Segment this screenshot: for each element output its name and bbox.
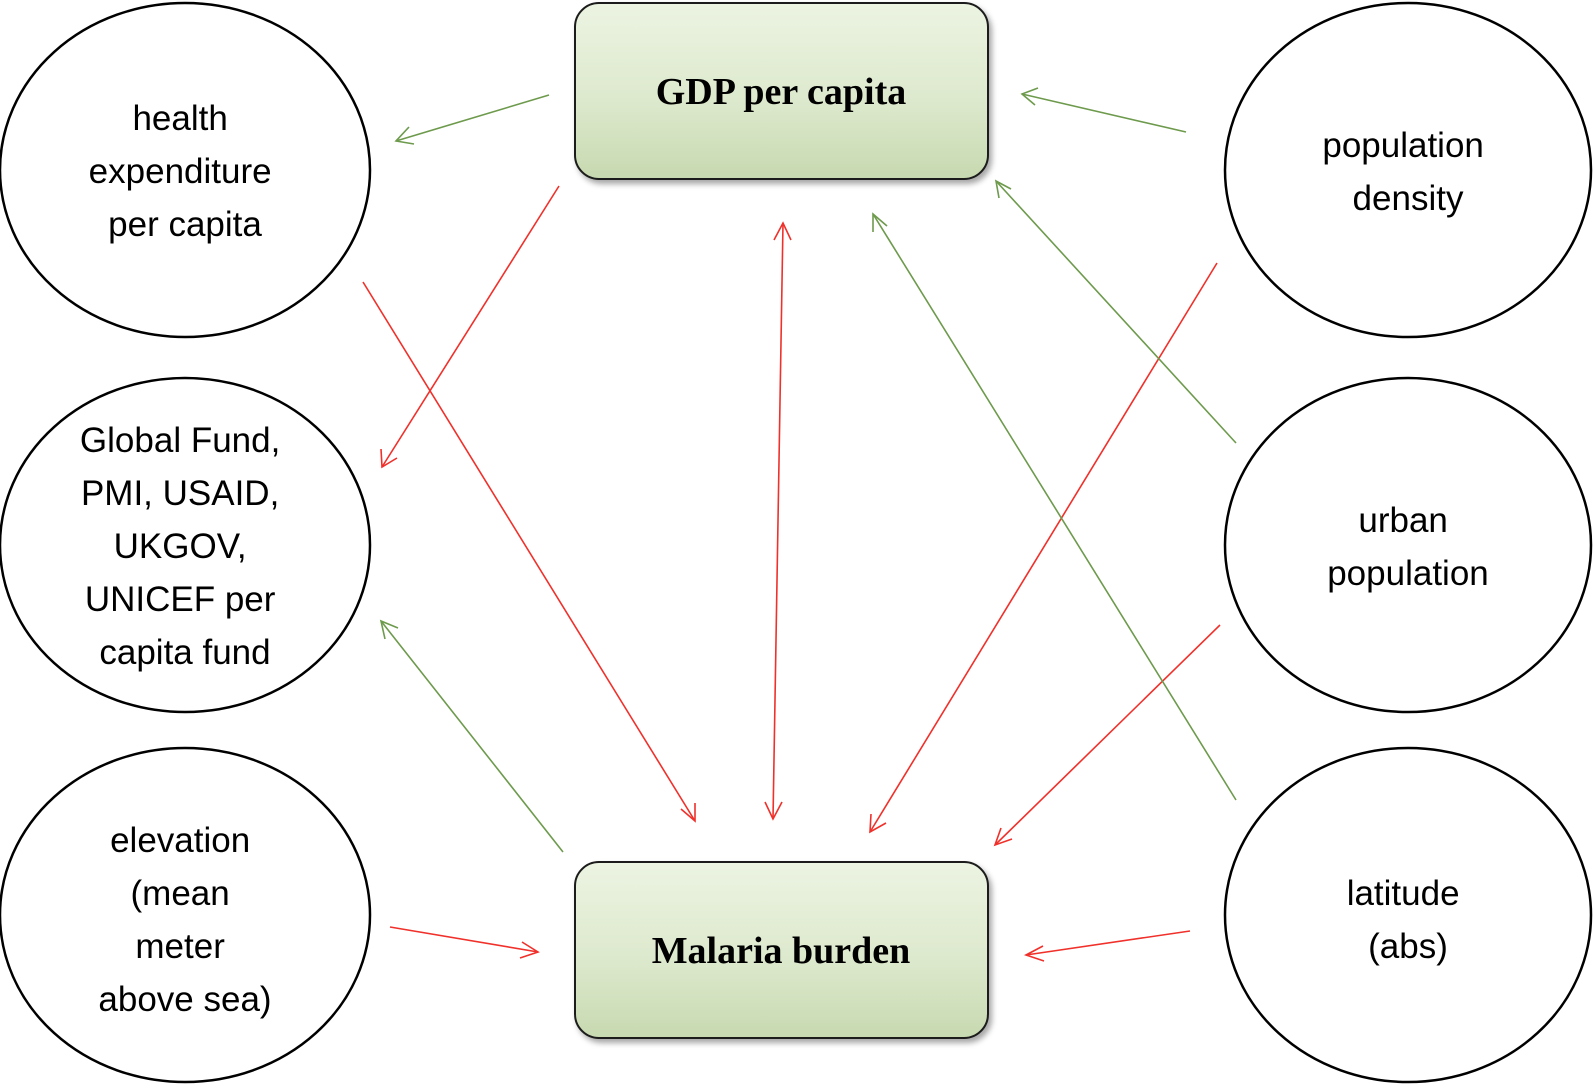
urban-line-1: urban xyxy=(1358,501,1448,540)
funds-line-4: UNICEF per xyxy=(85,580,276,619)
node-health-expenditure: health expenditure per capita xyxy=(0,1,372,339)
node-gdp-per-capita: GDP per capita xyxy=(574,2,989,180)
urban-circle xyxy=(1223,376,1593,714)
arrowhead-bottom xyxy=(764,801,783,821)
funds-label: Global Fund, PMI, USAID, UKGOV, UNICEF p… xyxy=(80,421,290,672)
latitude-line-1: latitude xyxy=(1347,874,1460,913)
latitude-circle xyxy=(1223,746,1593,1084)
node-funds: Global Fund, PMI, USAID, UKGOV, UNICEF p… xyxy=(0,376,372,714)
node-population-density: population density xyxy=(1223,1,1593,339)
elevation-circle xyxy=(0,746,372,1084)
urban-label: urban population xyxy=(1327,501,1489,593)
arrowhead xyxy=(994,179,1012,199)
edge-elevation-to-malaria xyxy=(389,926,540,959)
funds-line-1: Global Fund, xyxy=(80,421,280,460)
arrowhead xyxy=(1023,945,1045,962)
funds-line-5: capita fund xyxy=(99,633,270,672)
edge-gdp-to-health xyxy=(394,94,550,145)
arrowhead xyxy=(380,448,398,469)
health-circle xyxy=(0,1,372,339)
arrowhead-top xyxy=(773,221,792,241)
popdensity-label: population density xyxy=(1322,126,1493,218)
edge-popdensity-to-gdp xyxy=(1020,87,1187,133)
popdensity-line-1: population xyxy=(1322,126,1484,165)
arrowhead xyxy=(1020,87,1039,106)
elevation-label: elevation (mean meter above sea) xyxy=(98,821,271,1019)
edge-popdensity-to-malaria xyxy=(869,262,1218,834)
latitude-line-2: (abs) xyxy=(1368,927,1448,966)
funds-line-3: UKGOV, xyxy=(114,527,247,566)
edge-gdp-malaria-bidirectional xyxy=(764,221,792,821)
health-line-1: health xyxy=(132,99,227,138)
arrowhead xyxy=(993,827,1013,847)
popdensity-line-2: density xyxy=(1353,179,1464,218)
arrowhead xyxy=(394,126,415,145)
elevation-line-4: above sea) xyxy=(98,980,271,1019)
funds-circle xyxy=(0,376,372,714)
funds-line-2: PMI, USAID, xyxy=(81,474,279,513)
node-malaria-burden: Malaria burden xyxy=(574,861,989,1039)
malaria-label: Malaria burden xyxy=(652,930,911,972)
malaria-box xyxy=(574,861,989,1039)
arrowhead xyxy=(680,803,696,823)
arrowhead xyxy=(872,212,888,232)
edge-gdp-to-funds xyxy=(380,185,560,469)
arrowhead xyxy=(519,941,540,959)
gdp-label: GDP per capita xyxy=(656,71,907,113)
urban-line-2: population xyxy=(1327,554,1489,593)
edge-layer xyxy=(362,87,1237,962)
edge-urban-to-malaria xyxy=(993,624,1221,847)
node-latitude: latitude (abs) xyxy=(1223,746,1593,1084)
edge-malaria-to-funds xyxy=(379,619,564,853)
health-line-3: per capita xyxy=(108,205,262,244)
edge-latitude-to-gdp xyxy=(872,212,1237,801)
popdensity-circle xyxy=(1223,1,1593,339)
elevation-line-3: meter xyxy=(135,927,225,966)
health-label: health expenditure per capita xyxy=(89,99,282,244)
latitude-label: latitude (abs) xyxy=(1347,874,1470,966)
node-elevation: elevation (mean meter above sea) xyxy=(0,746,372,1084)
elevation-line-2: (mean xyxy=(131,874,230,913)
edge-urban-to-gdp xyxy=(994,179,1237,444)
node-urban-population: urban population xyxy=(1223,376,1593,714)
edge-latitude-to-malaria xyxy=(1023,930,1191,962)
elevation-line-1: elevation xyxy=(110,821,250,860)
arrowhead xyxy=(379,619,399,640)
arrowhead xyxy=(869,813,887,834)
edge-health-to-malaria xyxy=(362,281,696,823)
health-line-2: expenditure xyxy=(89,152,272,191)
gdp-box xyxy=(574,2,989,180)
